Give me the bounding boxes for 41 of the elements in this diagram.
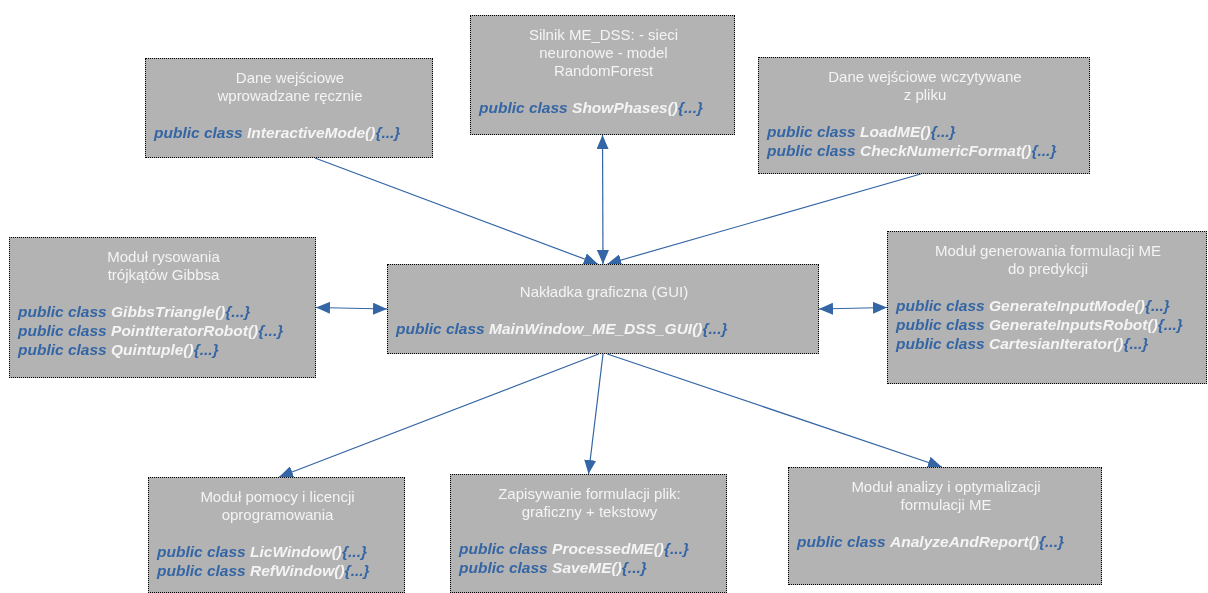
arrow [606, 353, 943, 469]
code-line: public class GenerateInputMode(){...} [896, 296, 1170, 315]
class-box [387, 264, 819, 354]
code-line: public class CartesianIterator(){...} [896, 334, 1149, 353]
arrow [606, 173, 922, 266]
arrow [315, 301, 388, 315]
code-line: public class ProcessedME(){...} [459, 539, 689, 558]
arrow [596, 134, 609, 265]
module-title: Nakładka graficzna (GUI) [518, 283, 690, 301]
class-box [887, 231, 1207, 384]
arrow [818, 301, 888, 315]
class-box [758, 57, 1090, 174]
code-line: public class PointIteratorRobot(){...} [18, 321, 284, 340]
module-title: Moduł rysowania trójkątów Gibbsa [106, 248, 221, 284]
module-title: Dane wejściowe wczytywane z pliku [827, 68, 1023, 104]
code-line: public class MainWindow_ME_DSS_GUI(){...} [396, 319, 728, 338]
code-line: public class InteractiveMode(){...} [154, 123, 401, 142]
class-box [788, 467, 1102, 585]
code-line: public class AnalyzeAndReport(){...} [797, 532, 1064, 551]
module-title: Moduł pomocy i licencji oprogramowania [199, 488, 356, 524]
code-line: public class CheckNumericFormat(){...} [767, 141, 1057, 160]
code-line: public class LicWindow(){...} [157, 542, 367, 561]
class-box [470, 15, 735, 135]
arrow [314, 157, 599, 265]
code-line: public class GenerateInputsRobot(){...} [896, 315, 1183, 334]
class-box [9, 237, 316, 378]
arrow [584, 353, 604, 475]
code-line: public class Quintuple(){...} [18, 340, 219, 359]
code-line: public class ShowPhases(){...} [479, 98, 703, 117]
code-line: public class GibbsTriangle(){...} [18, 302, 251, 321]
module-title: Silnik ME_DSS: - sieci neuronowe - model RandomForest [527, 26, 680, 80]
module-title: Dane wejściowe wprowadzane ręcznie [216, 69, 364, 105]
class-box [145, 58, 433, 158]
module-title: Zapisywanie formulacji plik: graficzny + tekstowy [497, 485, 682, 521]
module-title: Moduł generowania formulacji ME do predykcji [934, 242, 1162, 278]
code-line: public class LoadME(){...} [767, 122, 956, 141]
arrow [278, 353, 600, 478]
code-line: public class RefWindow(){...} [157, 561, 370, 580]
class-box [450, 474, 727, 593]
class-box [148, 477, 405, 593]
code-line: public class SaveME(){...} [459, 558, 647, 577]
